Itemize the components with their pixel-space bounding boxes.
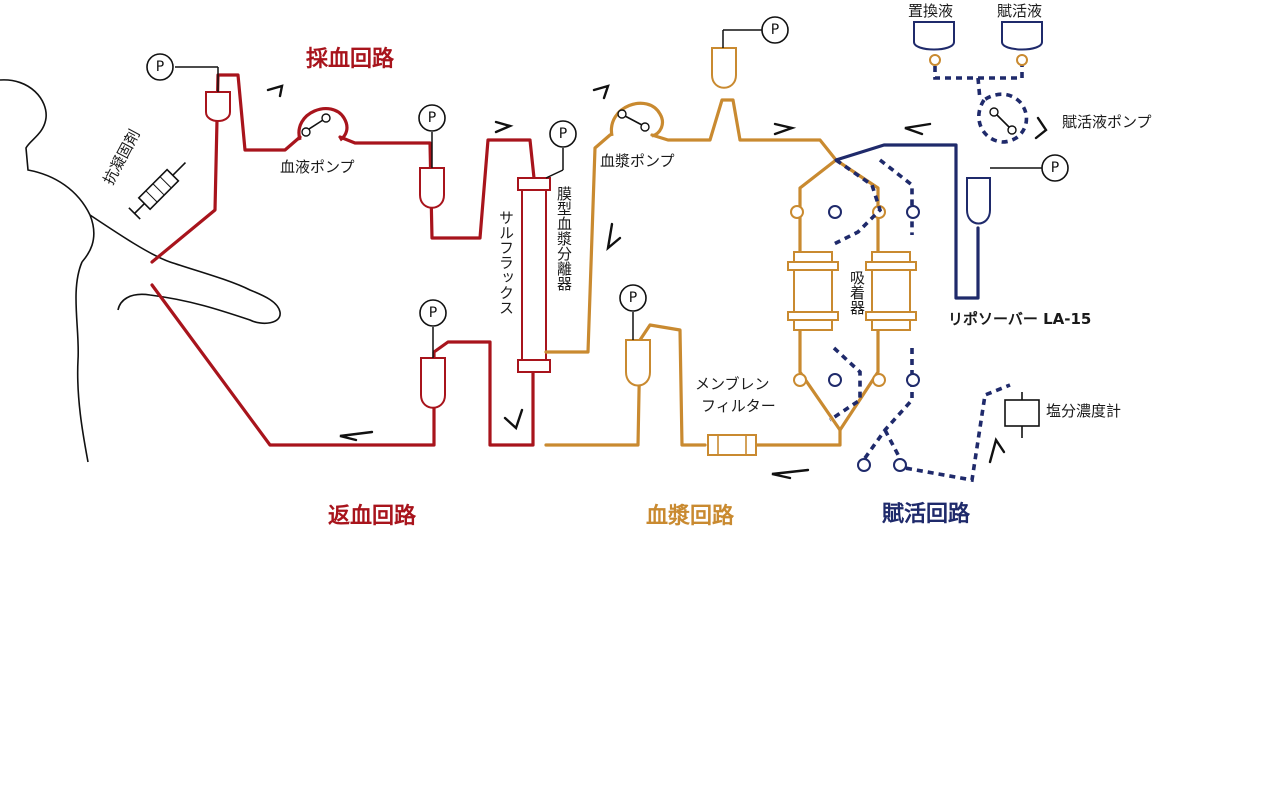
blood-pump[interactable] <box>297 107 349 142</box>
adsorber-column-right[interactable] <box>865 251 917 331</box>
flow-arrow <box>266 84 1048 480</box>
valve[interactable] <box>790 205 804 219</box>
valve[interactable] <box>906 205 920 219</box>
valve[interactable] <box>793 373 807 387</box>
pressure-gauge-label: P <box>559 126 567 142</box>
drip-chamber-plasma-return <box>625 339 651 387</box>
plasma-pump-label: 血漿ポンプ <box>600 152 675 170</box>
pressure-gauge: P <box>146 53 219 92</box>
drip-chamber-draw <box>205 91 231 122</box>
replacement-fluid-bag <box>913 21 955 51</box>
valve[interactable] <box>893 458 907 472</box>
valve[interactable] <box>872 373 886 387</box>
pressure-gauge-label: P <box>771 22 779 38</box>
salinity-meter-label: 塩分濃度計 <box>1046 402 1121 420</box>
adsorber-label: 吸着器 <box>848 270 866 315</box>
valve[interactable] <box>857 458 871 472</box>
drip-chamber-return <box>420 357 446 409</box>
blood-draw-circuit <box>150 73 536 264</box>
blood-return-circuit <box>150 283 535 447</box>
membrane-filter-label-1: メンブレン <box>695 375 770 393</box>
pressure-gauge: P <box>990 154 1069 182</box>
regeneration-fluid-label: 賦活液 <box>997 2 1042 20</box>
valve[interactable] <box>828 205 842 219</box>
drip-chamber-plasma-top <box>711 47 737 89</box>
regeneration-circuit <box>828 21 1043 483</box>
valve[interactable] <box>828 373 842 387</box>
pressure-gauge: P <box>722 16 789 48</box>
pressure-gauge: P <box>418 104 446 168</box>
regeneration-pump-label: 賦活液ポンプ <box>1062 113 1152 131</box>
adsorber-column-left[interactable] <box>787 251 839 331</box>
regeneration-circuit-title: 賦活回路 <box>882 501 971 527</box>
blood-pump-label: 血液ポンプ <box>280 158 355 176</box>
drip-chamber-prefilter <box>419 167 445 209</box>
plasma-pump[interactable] <box>609 101 665 138</box>
blood-draw-circuit-title: 採血回路 <box>306 46 395 72</box>
pressure-gauge: P <box>419 299 447 358</box>
membrane-plasma-separator[interactable] <box>517 177 551 373</box>
pressure-gauge-label: P <box>429 305 437 321</box>
anticoagulant-label: 抗凝固剤 <box>100 126 144 187</box>
sulflux-label: サルフラックス <box>497 210 515 315</box>
membrane-separator-label: 膜型血漿分離器 <box>555 186 573 291</box>
salinity-meter <box>1004 399 1040 427</box>
regeneration-pump[interactable] <box>977 92 1029 144</box>
pressure-gauge: P <box>545 120 577 179</box>
regeneration-fluid-bag <box>1001 21 1043 51</box>
plasma-circuit-title: 血漿回路 <box>646 503 735 529</box>
blood-return-circuit-title: 返血回路 <box>328 503 417 529</box>
pressure-gauge-label: P <box>428 110 436 126</box>
pressure-gauge: P <box>619 284 647 340</box>
syringe-icon <box>128 161 187 220</box>
drip-chamber-regeneration <box>966 177 991 225</box>
pressure-gauge-label: P <box>1051 160 1059 176</box>
valve[interactable] <box>872 205 886 219</box>
pressure-gauge-label: P <box>156 59 164 75</box>
plasma-circuit <box>544 47 917 456</box>
valve[interactable] <box>906 373 920 387</box>
membrane-filter[interactable] <box>707 434 757 456</box>
liposorber-label: リポソーバー LA-15 <box>948 310 1091 328</box>
membrane-filter-label-2: フィルター <box>701 397 776 415</box>
replacement-fluid-label: 置換液 <box>908 2 953 20</box>
patient-silhouette <box>0 79 281 463</box>
pressure-gauge-label: P <box>629 290 637 306</box>
